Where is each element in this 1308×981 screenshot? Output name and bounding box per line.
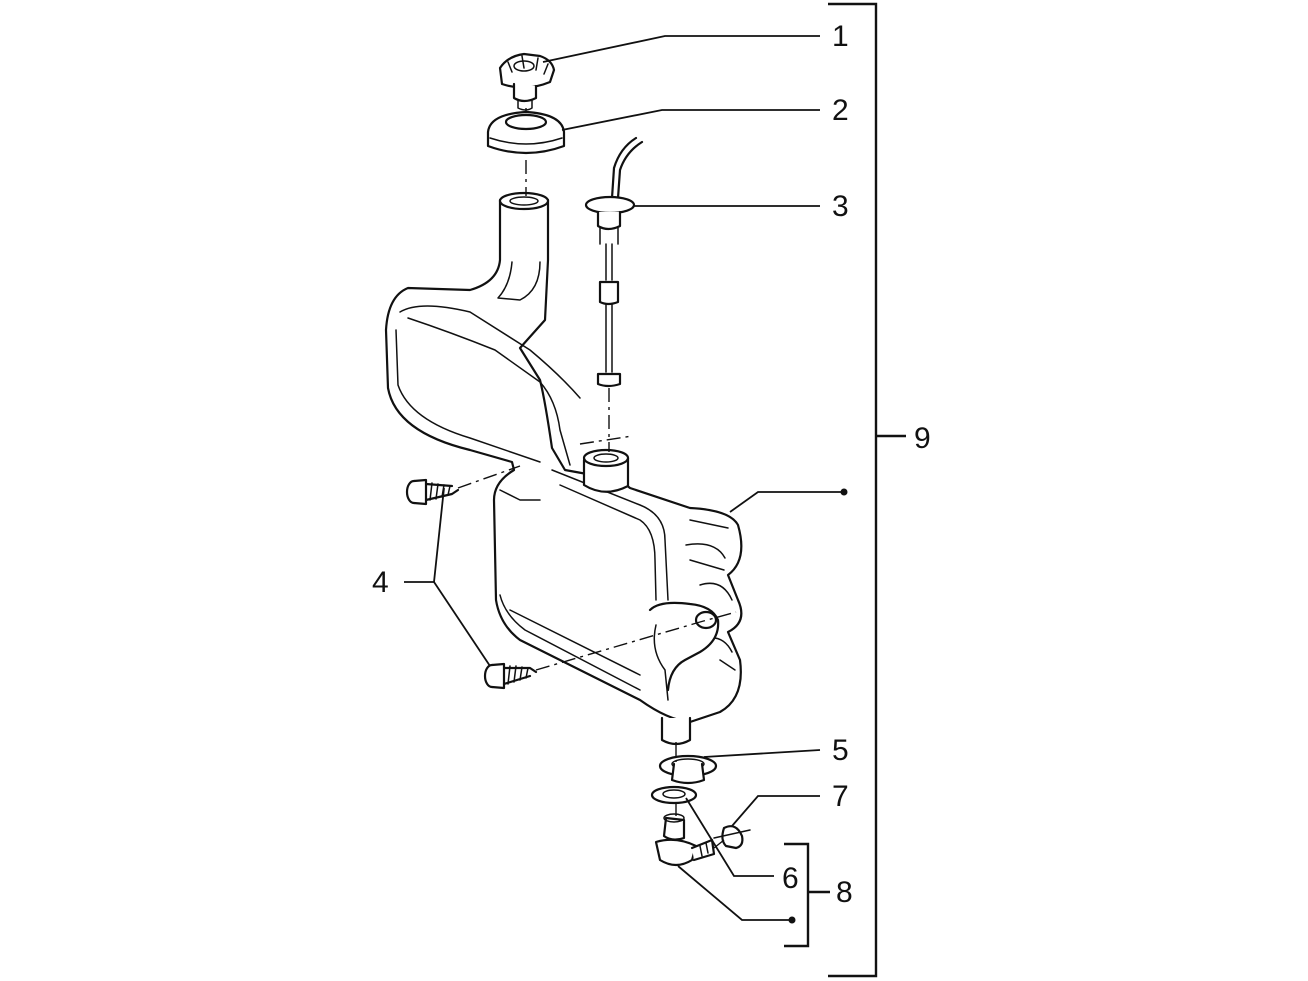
callout-3: 3 (832, 190, 849, 223)
callout-6: 6 (782, 862, 799, 895)
callout-2: 2 (832, 94, 849, 127)
filler-cap (498, 52, 556, 111)
assembly-axis-lines (457, 108, 737, 849)
filler-grommet (486, 110, 566, 155)
leader-lines (404, 35, 848, 924)
hose-clamp (658, 754, 718, 785)
fuel-tap-fitting (654, 813, 716, 867)
callout-labels: 1 2 3 4 5 6 7 8 9 (372, 20, 931, 909)
mounting-screws (405, 478, 538, 690)
callout-5: 5 (832, 734, 849, 767)
callout-7: 7 (832, 780, 849, 813)
callout-4: 4 (372, 566, 389, 599)
callout-9: 9 (914, 422, 931, 455)
hose-clip (713, 825, 751, 850)
callout-1: 1 (832, 20, 849, 53)
assembly-brackets (784, 2, 906, 978)
fuel-tank (384, 191, 743, 746)
seal-washer (650, 785, 698, 805)
callout-8: 8 (836, 876, 853, 909)
level-gauge-tube (584, 136, 644, 388)
